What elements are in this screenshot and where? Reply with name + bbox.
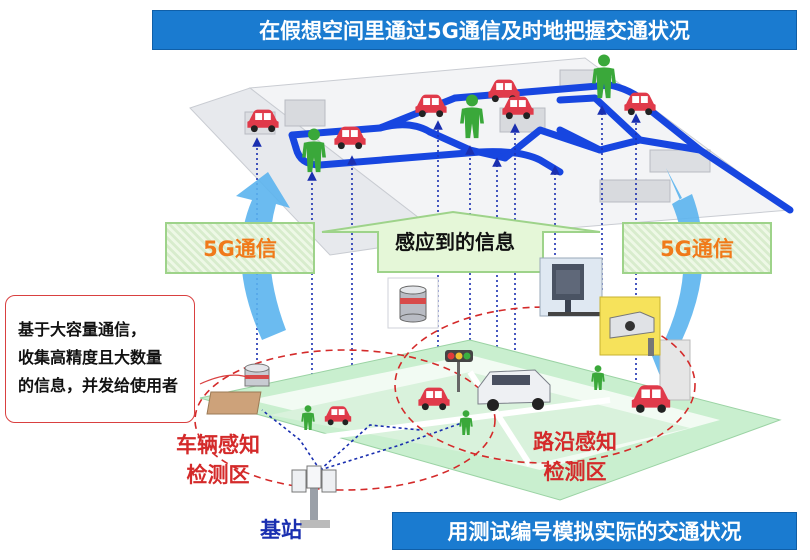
ground-sensor-cylinder-icon bbox=[244, 363, 270, 387]
base-station-links bbox=[261, 409, 471, 471]
roadside-sensor-icon bbox=[539, 257, 608, 317]
right-curved-arrow bbox=[648, 168, 703, 376]
base-station-label: 基站 bbox=[260, 518, 302, 542]
note-line: 的信息，并发给使用者 bbox=[18, 376, 179, 395]
header-banner: 在假想空间里通过5G通信及时地把握交通状况 bbox=[152, 10, 797, 50]
note-line: 收集高精度且大数量 bbox=[18, 348, 163, 367]
left-5g-communication-box: 5G通信 bbox=[165, 222, 315, 274]
roadside-sensing-line1: 路沿感知 bbox=[533, 430, 617, 454]
sensor-data-cylinder-icon bbox=[387, 277, 439, 329]
right-5g-communication-box: 5G通信 bbox=[622, 222, 772, 274]
note-box: 基于大容量通信， 收集高精度且大数量 的信息，并发给使用者 bbox=[5, 295, 195, 423]
vehicle-sensing-line2: 检测区 bbox=[186, 463, 250, 487]
sensed-info-arrow bbox=[321, 210, 601, 273]
vehicle-sensing-line1: 车辆感知 bbox=[176, 433, 260, 457]
test-van-icon bbox=[477, 369, 551, 411]
real-ground-plane bbox=[199, 339, 782, 501]
traffic-light-icon bbox=[445, 350, 473, 392]
vehicle-sensing-label: 车辆感知 检测区 bbox=[168, 430, 268, 490]
note-line: 基于大容量通信， bbox=[18, 320, 147, 339]
sensed-info-label: 感应到的信息 bbox=[395, 230, 515, 254]
roadside-sensing-zone bbox=[394, 306, 696, 464]
roadside-camera-icon bbox=[599, 296, 661, 356]
base-station-icon bbox=[291, 465, 337, 528]
roadside-sensing-line2: 检测区 bbox=[543, 460, 607, 484]
footer-banner: 用测试编号模拟实际的交通状况 bbox=[392, 512, 797, 550]
vehicle-sensing-zone bbox=[194, 349, 496, 491]
roadside-sensing-label: 路沿感知 检测区 bbox=[510, 427, 640, 487]
